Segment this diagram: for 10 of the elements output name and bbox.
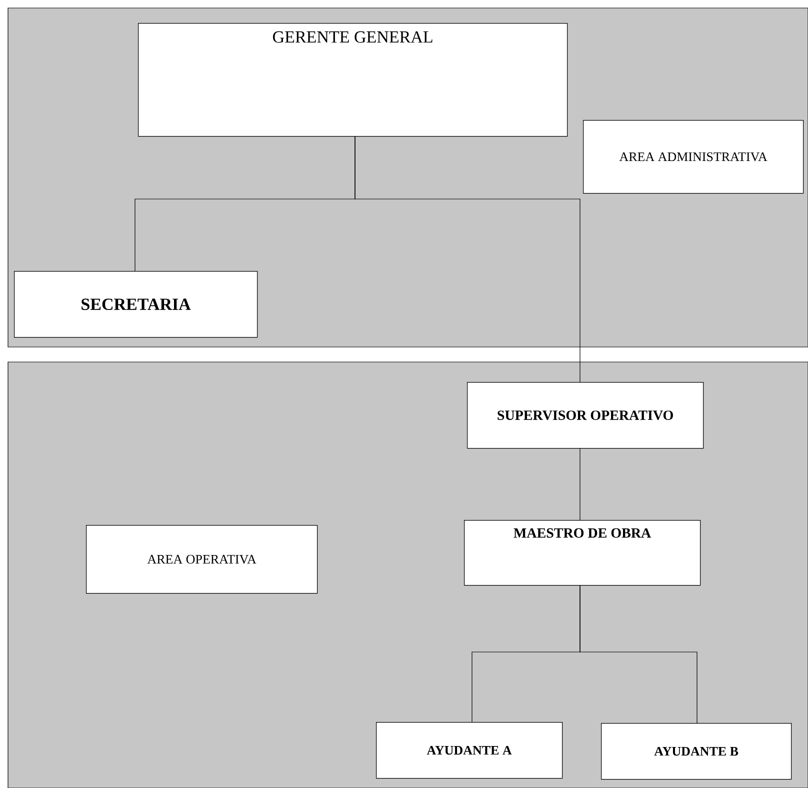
position-box: AYUDANTE A xyxy=(376,722,563,779)
position-box: AYUDANTE B xyxy=(601,723,792,780)
position-box: SECRETARIA xyxy=(14,271,258,338)
position-box: MAESTRO DE OBRA xyxy=(464,520,701,586)
area-label-box: AREA ADMINISTRATIVA xyxy=(583,120,804,194)
area-label-box: AREA OPERATIVA xyxy=(86,525,318,594)
position-box: SUPERVISOR OPERATIVO xyxy=(467,382,704,449)
connector-line xyxy=(580,585,698,724)
position-box: GERENTE GENERAL xyxy=(138,23,568,137)
connector-line xyxy=(354,136,580,382)
